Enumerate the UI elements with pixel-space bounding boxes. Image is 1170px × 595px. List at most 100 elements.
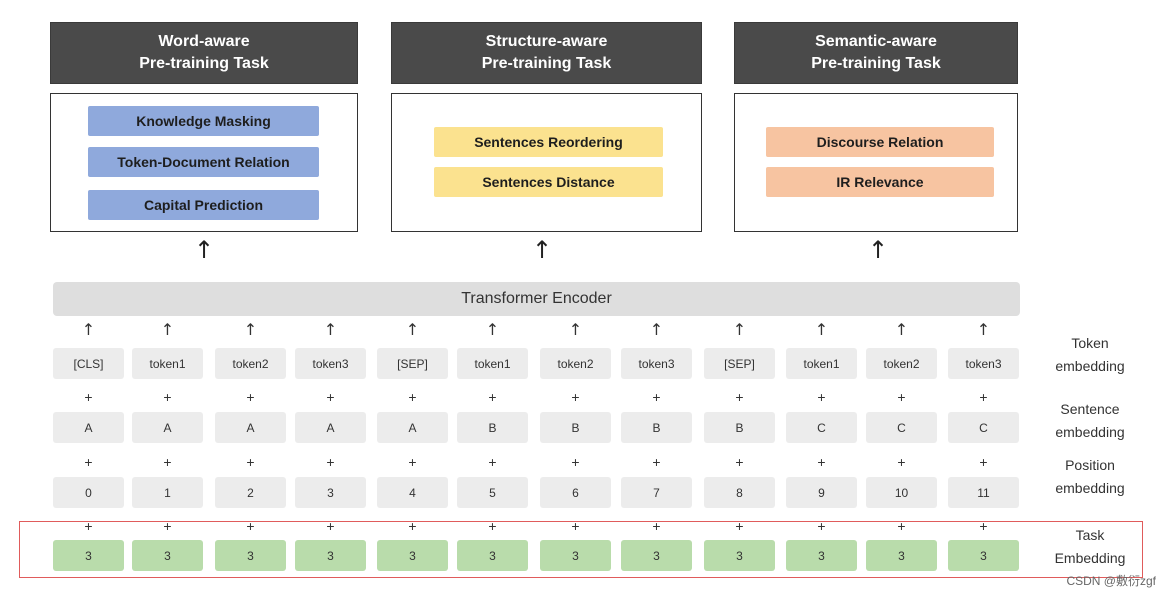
plus-icon: +: [979, 518, 988, 534]
plus-icon: +: [817, 389, 826, 405]
row-label-line: embedding: [1055, 358, 1125, 374]
arrow-up-icon: ↑: [814, 320, 829, 339]
arrow-up-icon: ↑: [532, 236, 553, 264]
task-item: Sentences Distance: [434, 167, 663, 197]
plus-icon: +: [246, 518, 255, 534]
task-header-line1: Word-aware: [158, 33, 250, 50]
task-item: Token-Document Relation: [88, 147, 319, 177]
task-header-line1: Structure-aware: [485, 33, 608, 50]
arrow-up-icon: ↑: [976, 320, 991, 339]
task-embedding-cell: 3: [866, 540, 937, 571]
row-label-line: embedding: [1055, 424, 1125, 440]
task-item: Discourse Relation: [766, 127, 994, 157]
position-embedding-cell: 6: [540, 477, 611, 508]
token-embedding-cell: token2: [215, 348, 286, 379]
task-embedding-cell: 3: [53, 540, 124, 571]
plus-icon: +: [163, 454, 172, 470]
task-item: Capital Prediction: [88, 190, 319, 220]
position-embedding-cell: 10: [866, 477, 937, 508]
arrow-up-icon: ↑: [81, 320, 96, 339]
plus-icon: +: [326, 454, 335, 470]
task-header-line1: Semantic-aware: [815, 33, 937, 50]
task-header-structure: Structure-aware Pre-training Task: [391, 22, 702, 84]
token-embedding-cell: [CLS]: [53, 348, 124, 379]
row-label-token: Token embedding: [1030, 332, 1150, 378]
task-embedding-cell: 3: [457, 540, 528, 571]
task-box-semantic: Discourse Relation IR Relevance: [734, 93, 1018, 232]
plus-icon: +: [735, 518, 744, 534]
task-header-semantic: Semantic-aware Pre-training Task: [734, 22, 1018, 84]
plus-icon: +: [571, 454, 580, 470]
row-label-line: Token: [1071, 335, 1109, 351]
sentence-embedding-cell: C: [786, 412, 857, 443]
row-label-position: Position embedding: [1030, 454, 1150, 500]
arrow-up-icon: ↑: [485, 320, 500, 339]
sentence-embedding-cell: A: [295, 412, 366, 443]
plus-icon: +: [735, 389, 744, 405]
plus-icon: +: [488, 454, 497, 470]
arrow-up-icon: ↑: [323, 320, 338, 339]
plus-icon: +: [488, 518, 497, 534]
task-embedding-cell: 3: [704, 540, 775, 571]
arrow-up-icon: ↑: [194, 236, 215, 264]
task-box-structure: Sentences Reordering Sentences Distance: [391, 93, 702, 232]
row-label-line: Position: [1065, 457, 1115, 473]
token-embedding-cell: token1: [132, 348, 203, 379]
position-embedding-cell: 0: [53, 477, 124, 508]
plus-icon: +: [84, 389, 93, 405]
row-label-line: Task: [1075, 527, 1105, 543]
sentence-embedding-cell: A: [377, 412, 448, 443]
plus-icon: +: [326, 389, 335, 405]
task-embedding-cell: 3: [215, 540, 286, 571]
sentence-embedding-cell: B: [540, 412, 611, 443]
plus-icon: +: [246, 454, 255, 470]
plus-icon: +: [408, 389, 417, 405]
plus-icon: +: [652, 518, 661, 534]
token-embedding-cell: token1: [786, 348, 857, 379]
arrow-up-icon: ↑: [568, 320, 583, 339]
task-item: Knowledge Masking: [88, 106, 319, 136]
position-embedding-cell: 11: [948, 477, 1019, 508]
watermark: CSDN @敷衍zgf: [1066, 574, 1156, 588]
arrow-up-icon: ↑: [405, 320, 420, 339]
task-embedding-cell: 3: [132, 540, 203, 571]
plus-icon: +: [163, 389, 172, 405]
position-embedding-cell: 3: [295, 477, 366, 508]
token-embedding-cell: [SEP]: [704, 348, 775, 379]
row-label-line: Embedding: [1054, 550, 1126, 566]
task-header-line2: Pre-training Task: [811, 55, 941, 72]
plus-icon: +: [408, 518, 417, 534]
position-embedding-cell: 5: [457, 477, 528, 508]
row-label-sentence: Sentence embedding: [1030, 398, 1150, 444]
position-embedding-cell: 9: [786, 477, 857, 508]
plus-icon: +: [488, 389, 497, 405]
transformer-encoder: Transformer Encoder: [53, 282, 1020, 316]
plus-icon: +: [735, 454, 744, 470]
plus-icon: +: [979, 389, 988, 405]
arrow-up-icon: ↑: [243, 320, 258, 339]
token-embedding-cell: [SEP]: [377, 348, 448, 379]
position-embedding-cell: 2: [215, 477, 286, 508]
token-embedding-cell: token3: [948, 348, 1019, 379]
row-label-line: Sentence: [1060, 401, 1120, 417]
plus-icon: +: [571, 518, 580, 534]
plus-icon: +: [817, 454, 826, 470]
token-embedding-cell: token3: [621, 348, 692, 379]
task-item: Sentences Reordering: [434, 127, 663, 157]
row-label-line: embedding: [1055, 480, 1125, 496]
position-embedding-cell: 7: [621, 477, 692, 508]
arrow-up-icon: ↑: [894, 320, 909, 339]
token-embedding-cell: token1: [457, 348, 528, 379]
plus-icon: +: [897, 454, 906, 470]
position-embedding-cell: 8: [704, 477, 775, 508]
sentence-embedding-cell: B: [457, 412, 528, 443]
task-embedding-cell: 3: [377, 540, 448, 571]
sentence-embedding-cell: A: [53, 412, 124, 443]
plus-icon: +: [84, 454, 93, 470]
plus-icon: +: [979, 454, 988, 470]
task-embedding-cell: 3: [786, 540, 857, 571]
plus-icon: +: [571, 389, 580, 405]
task-embedding-cell: 3: [948, 540, 1019, 571]
sentence-embedding-cell: C: [866, 412, 937, 443]
token-embedding-cell: token2: [540, 348, 611, 379]
